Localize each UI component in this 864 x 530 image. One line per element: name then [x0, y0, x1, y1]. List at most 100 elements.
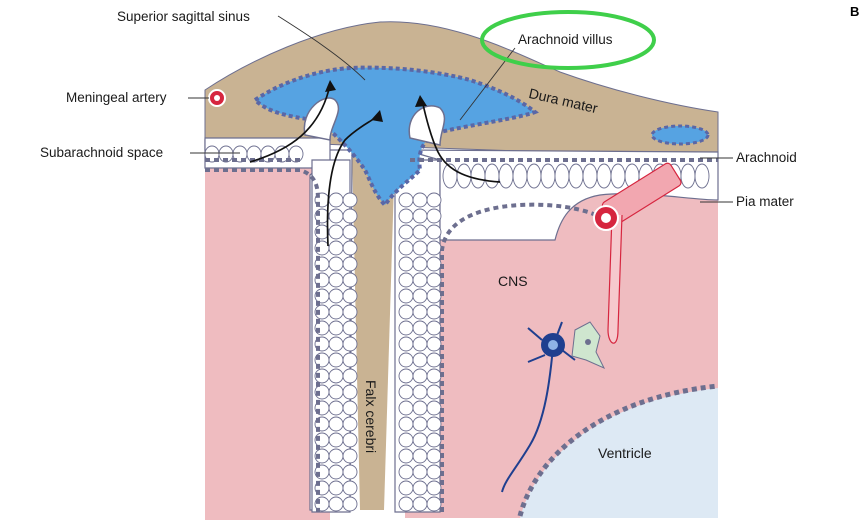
falx-cerebri-region — [352, 150, 395, 510]
cell — [398, 240, 414, 256]
cell — [328, 336, 344, 352]
cell — [398, 320, 414, 336]
cell — [342, 464, 358, 480]
subarachnoid-cells — [204, 145, 710, 512]
cell — [426, 224, 442, 240]
cell — [426, 320, 442, 336]
cell — [328, 320, 344, 336]
label-cns: CNS — [498, 273, 528, 289]
label-arachnoid: Arachnoid — [736, 150, 797, 165]
cell — [412, 240, 428, 256]
cell — [342, 240, 358, 256]
csf-flow-arrows — [249, 80, 501, 247]
cell — [342, 496, 358, 512]
cell — [412, 288, 428, 304]
cell — [426, 416, 442, 432]
cell — [398, 432, 414, 448]
cell — [426, 256, 442, 272]
cell — [426, 480, 442, 496]
cell — [426, 448, 442, 464]
label-arachnoid-villus: Arachnoid villus — [518, 32, 613, 47]
cell — [412, 368, 428, 384]
cell — [512, 163, 528, 189]
cell — [328, 256, 344, 272]
cell — [680, 163, 696, 189]
cell — [412, 272, 428, 288]
cell — [328, 384, 344, 400]
cell — [412, 320, 428, 336]
cell — [412, 208, 428, 224]
cell — [398, 304, 414, 320]
cell — [412, 480, 428, 496]
cell — [412, 448, 428, 464]
cell — [328, 192, 344, 208]
cell — [328, 480, 344, 496]
cell — [596, 163, 612, 189]
cell — [412, 416, 428, 432]
cell — [412, 304, 428, 320]
cell — [412, 432, 428, 448]
cell — [398, 224, 414, 240]
cell — [342, 320, 358, 336]
cell — [554, 163, 570, 189]
cell — [426, 304, 442, 320]
panel-label: B — [850, 4, 859, 19]
cell — [342, 352, 358, 368]
cell — [342, 416, 358, 432]
cell — [426, 288, 442, 304]
cell — [426, 208, 442, 224]
sinus-small-pocket — [650, 124, 710, 146]
cell — [568, 163, 584, 189]
cell — [342, 480, 358, 496]
cell — [328, 288, 344, 304]
cell — [398, 368, 414, 384]
meningeal-artery-icon — [208, 89, 226, 107]
cell — [342, 256, 358, 272]
cell — [470, 163, 486, 189]
label-meningeal-artery: Meningeal artery — [66, 90, 167, 105]
cell — [426, 384, 442, 400]
pia-blood-vessel — [593, 162, 682, 344]
cell — [328, 496, 344, 512]
label-subarachnoid-space: Subarachnoid space — [40, 145, 163, 160]
cell — [342, 368, 358, 384]
label-pia-mater: Pia mater — [736, 194, 794, 209]
cell — [328, 448, 344, 464]
cell — [398, 336, 414, 352]
cell — [412, 192, 428, 208]
cell — [610, 163, 626, 189]
cell — [426, 336, 442, 352]
ventricle-region — [520, 388, 718, 518]
arachnoid-villus-left — [303, 97, 340, 141]
cell — [328, 304, 344, 320]
cell — [412, 464, 428, 480]
cell — [342, 288, 358, 304]
cell — [412, 352, 428, 368]
cell — [398, 448, 414, 464]
cell — [498, 163, 514, 189]
cell — [342, 400, 358, 416]
cell — [398, 192, 414, 208]
cell — [412, 384, 428, 400]
cell — [398, 272, 414, 288]
cell — [328, 272, 344, 288]
label-falx-cerebri: Falx cerebri — [363, 380, 379, 453]
cell — [412, 400, 428, 416]
cell — [342, 192, 358, 208]
cell — [398, 400, 414, 416]
leader-sinus — [277, 15, 366, 81]
cell — [342, 336, 358, 352]
cell — [526, 163, 542, 189]
cell — [412, 256, 428, 272]
cell — [328, 416, 344, 432]
cell — [398, 464, 414, 480]
cell — [342, 384, 358, 400]
cell — [412, 224, 428, 240]
cell — [328, 240, 344, 256]
cell — [398, 256, 414, 272]
cell — [398, 384, 414, 400]
cell — [426, 400, 442, 416]
label-superior-sagittal-sinus: Superior sagittal sinus — [117, 9, 250, 24]
